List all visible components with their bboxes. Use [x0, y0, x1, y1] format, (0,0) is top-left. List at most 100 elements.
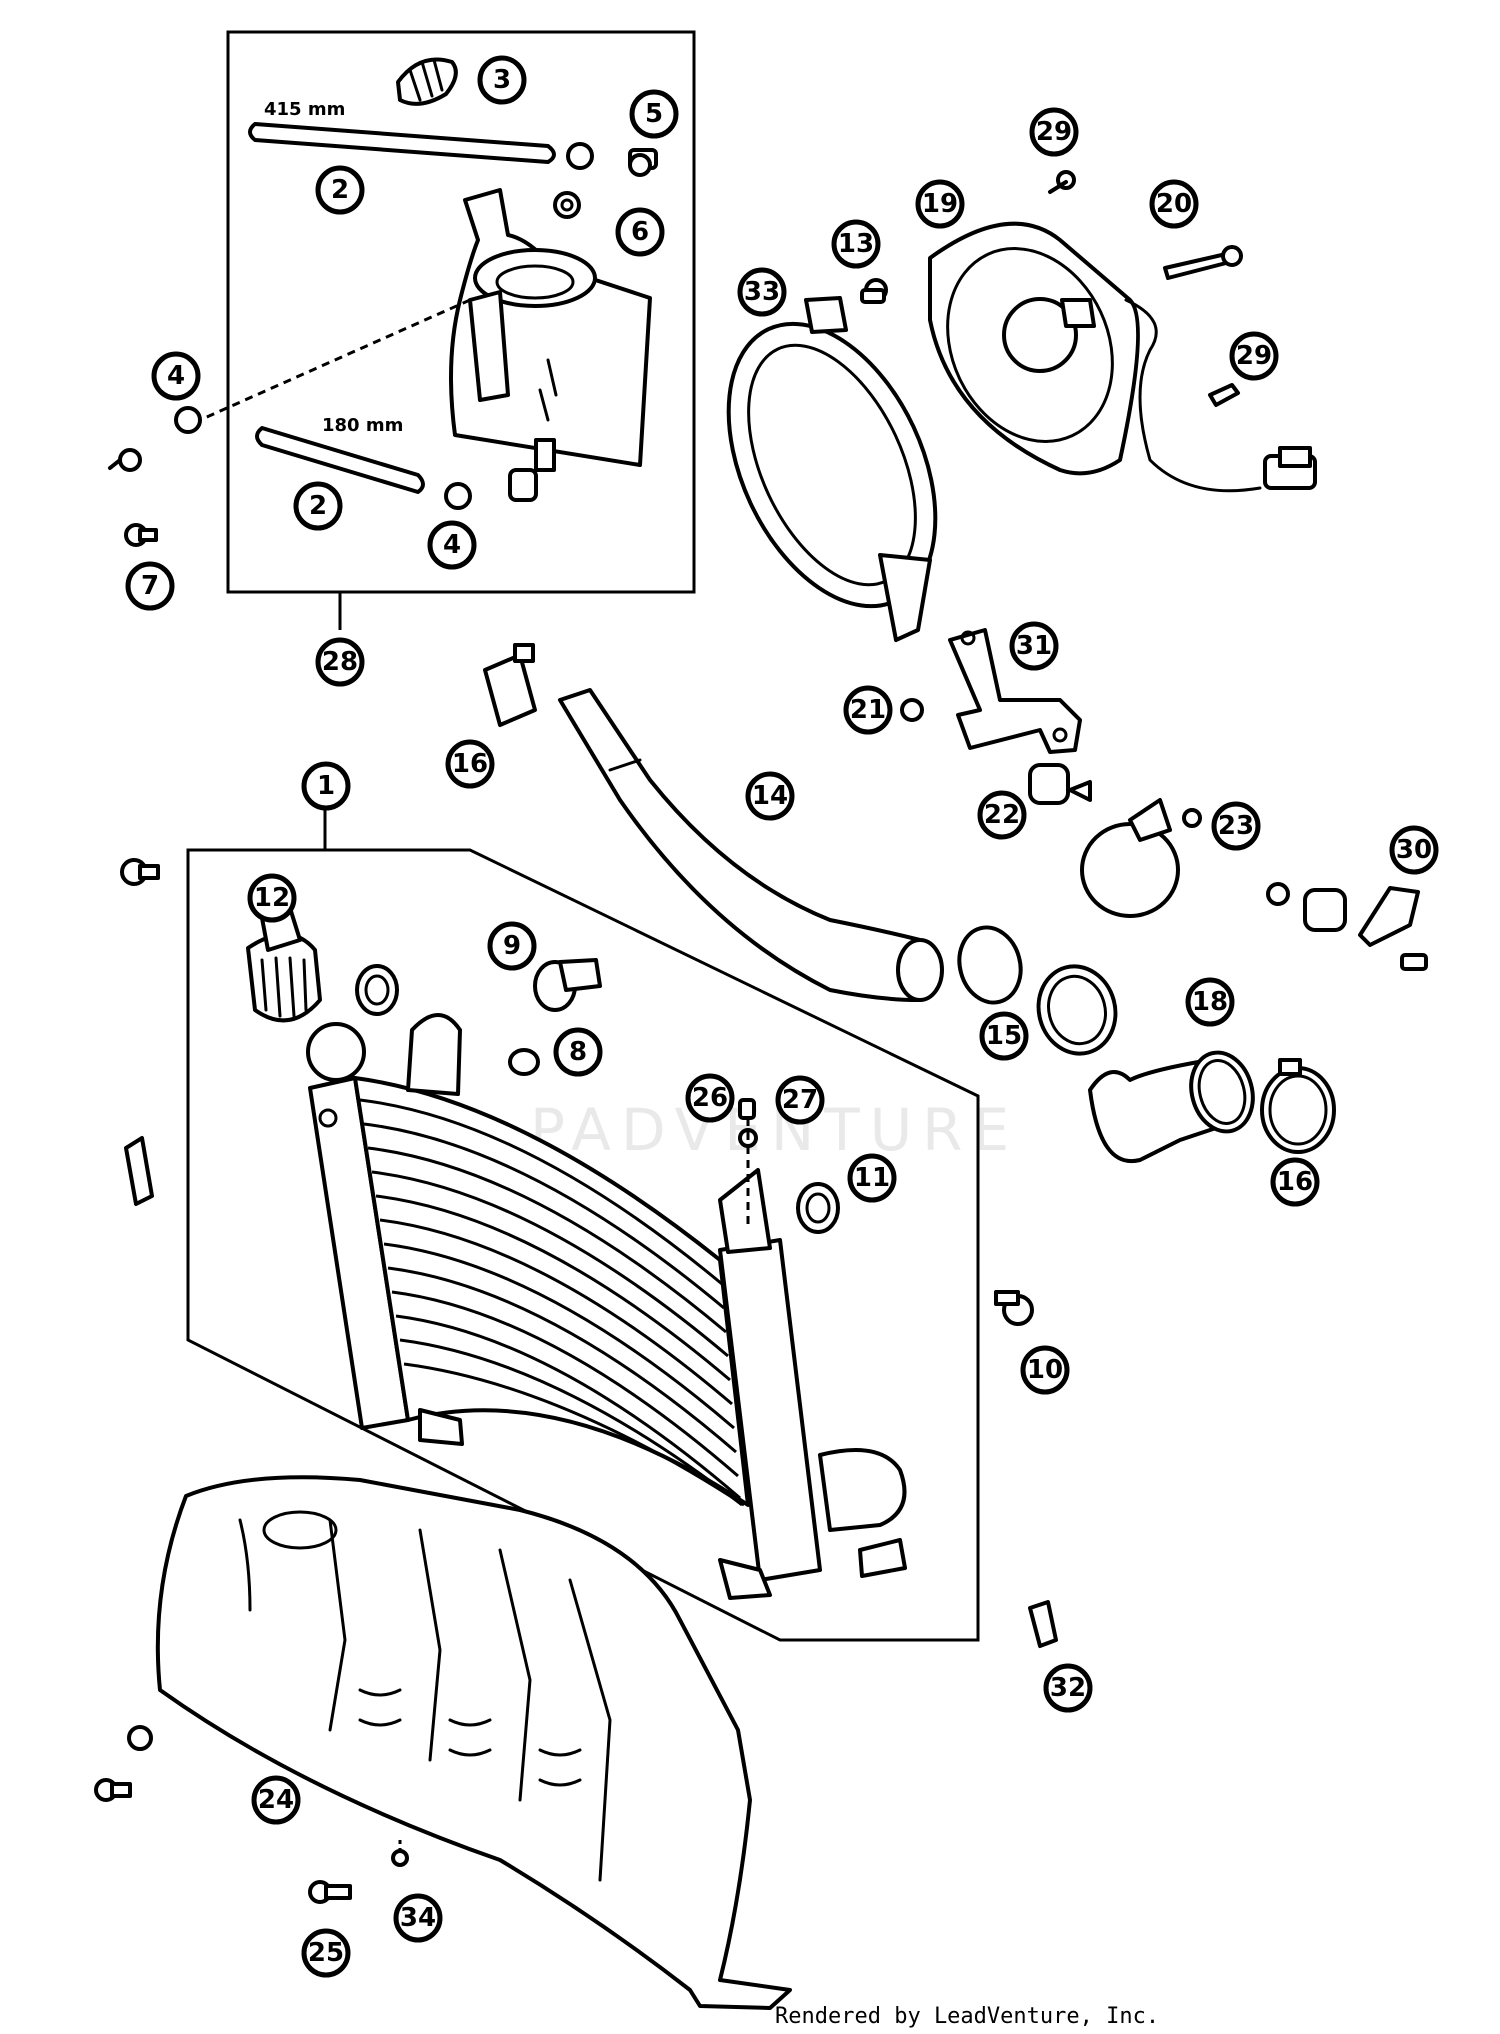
callout-1-label: 1: [317, 771, 335, 801]
callout-20-label: 20: [1156, 189, 1192, 219]
callout-2-label: 2: [331, 175, 349, 205]
callout-14: 14: [745, 771, 795, 821]
callout-33-label: 33: [744, 277, 780, 307]
screw-13: [860, 288, 886, 304]
callout-29: 29: [1029, 107, 1079, 157]
expansion-tank-kit-box: [226, 30, 696, 630]
callout-31-label: 31: [1016, 631, 1052, 661]
callout-16: 16: [445, 739, 495, 789]
callout-12-label: 12: [254, 883, 290, 913]
radiator-assembly-box: [186, 810, 980, 1642]
callout-6: 6: [615, 207, 665, 257]
callout-5-label: 5: [645, 99, 663, 129]
callout-24-label: 24: [258, 1785, 294, 1815]
screw-7: [124, 523, 158, 547]
callout-13-label: 13: [838, 229, 874, 259]
hose-415mm: 415 mm: [248, 99, 556, 164]
cooling-fan: [928, 221, 1317, 493]
hose-180mm: 180 mm: [255, 415, 425, 494]
watermark-text: PADVENTURE: [530, 1096, 1019, 1164]
callout-23: 23: [1211, 801, 1261, 851]
callout-1: 1: [301, 761, 351, 811]
callout-10: 10: [1020, 1345, 1070, 1395]
callout-26-label: 26: [692, 1083, 728, 1113]
callout-31: 31: [1009, 621, 1059, 671]
callout-16-label: 16: [1277, 1167, 1313, 1197]
callout-4-label: 4: [167, 361, 185, 391]
bracket-30: [1266, 882, 1428, 971]
callout-8-label: 8: [569, 1037, 587, 1067]
callout-25: 25: [301, 1928, 351, 1978]
dimension-180mm: 180 mm: [322, 415, 403, 436]
rubber-damper: [1028, 763, 1092, 805]
callout-22-label: 22: [984, 800, 1020, 830]
callout-28-label: 28: [322, 647, 358, 677]
callout-32-label: 32: [1050, 1673, 1086, 1703]
callout-4: 4: [427, 520, 477, 570]
callout-9-label: 9: [503, 931, 521, 961]
callout-25-label: 25: [308, 1938, 344, 1968]
radiator-core: [306, 1013, 907, 1600]
callout-4: 4: [151, 351, 201, 401]
radiator-guard: [155, 1475, 792, 2010]
callout-7-label: 7: [141, 571, 159, 601]
spring-clip: [396, 57, 458, 106]
callout-29: 29: [1229, 331, 1279, 381]
radiator-cap: [246, 906, 322, 1023]
guard-screws: [94, 1725, 409, 1904]
spring-clip-top: [483, 643, 537, 727]
callout-10-label: 10: [1027, 1355, 1063, 1385]
fan-shroud: [726, 278, 938, 642]
clip-and-screw-left: [108, 298, 472, 510]
mounting-bracket: [900, 628, 1082, 754]
callout-11-label: 11: [854, 1163, 890, 1193]
callout-3: 3: [477, 55, 527, 105]
hose-18: [1088, 1050, 1255, 1164]
callout-23-label: 23: [1218, 811, 1254, 841]
callout-29-label: 29: [1236, 341, 1272, 371]
callout-19-label: 19: [922, 189, 958, 219]
footer-credit: Rendered by LeadVenture, Inc.: [775, 2004, 1160, 2029]
cap-seal-ring: [355, 964, 399, 1016]
callout-30-label: 30: [1396, 835, 1432, 865]
callout-12: 12: [247, 873, 297, 923]
callout-29-label: 29: [1036, 117, 1072, 147]
temperature-sensor: [508, 958, 602, 1076]
bleed-screw: [738, 1098, 840, 1234]
callout-16: 16: [1270, 1157, 1320, 1207]
callout-2: 2: [293, 481, 343, 531]
callout-21-label: 21: [850, 695, 886, 725]
callout-18-label: 18: [1192, 987, 1228, 1017]
callout-7: 7: [125, 561, 175, 611]
hose-clamp-16: [1260, 1058, 1336, 1154]
callout-13: 13: [831, 219, 881, 269]
callout-3-label: 3: [493, 65, 511, 95]
expansion-tank: [449, 188, 652, 502]
horn: [1080, 798, 1202, 918]
callout-26: 26: [685, 1073, 735, 1123]
callout-15: 15: [979, 1011, 1029, 1061]
callout-4-label: 4: [443, 530, 461, 560]
dimension-415mm: 415 mm: [264, 99, 345, 120]
callout-30: 30: [1389, 825, 1439, 875]
callout-22: 22: [977, 790, 1027, 840]
callout-19: 19: [915, 179, 965, 229]
callout-18: 18: [1185, 977, 1235, 1027]
callout-21: 21: [843, 685, 893, 735]
kit-28-frame: [226, 30, 696, 594]
callout-2: 2: [315, 165, 365, 215]
callout-32: 32: [1043, 1663, 1093, 1713]
callout-8: 8: [553, 1027, 603, 1077]
callout-9: 9: [487, 921, 537, 971]
callout-2-label: 2: [309, 491, 327, 521]
callout-33: 33: [737, 267, 787, 317]
callout-14-label: 14: [752, 781, 788, 811]
callout-6-label: 6: [631, 217, 649, 247]
callout-34: 34: [393, 1893, 443, 1943]
callout-11: 11: [847, 1153, 897, 1203]
side-screws: [120, 858, 1058, 1648]
fan-screws: [1048, 170, 1243, 407]
callout-28: 28: [315, 637, 365, 687]
radiator-hose: [558, 688, 944, 1002]
